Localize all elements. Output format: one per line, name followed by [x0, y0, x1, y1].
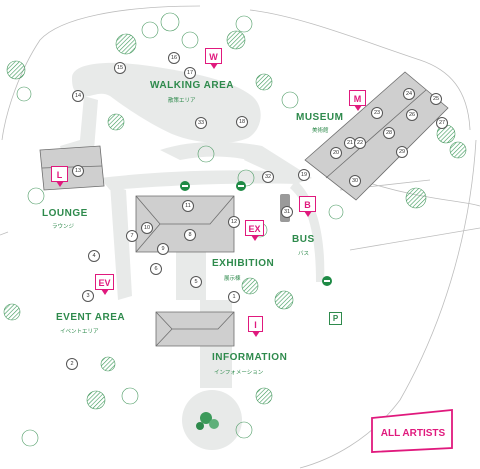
all-artists-frame[interactable] — [371, 409, 453, 453]
spot-30[interactable]: 30 — [349, 175, 361, 187]
lounge-sublabel: ラウンジ — [52, 224, 75, 230]
pin-bus[interactable]: B — [299, 196, 316, 217]
spot-7[interactable]: 7 — [126, 230, 138, 242]
walking-area-label: WALKING AREA — [150, 80, 234, 91]
spot-24[interactable]: 24 — [403, 88, 415, 100]
green-minus-circle-icon — [180, 181, 190, 191]
spot-26[interactable]: 26 — [406, 109, 418, 121]
spot-19[interactable]: 19 — [298, 169, 310, 181]
lounge-label: LOUNGE — [42, 208, 88, 219]
event-area-sublabel: イベントエリア — [60, 329, 99, 335]
boundary-lines — [0, 5, 480, 469]
spot-21[interactable]: 21 — [344, 137, 356, 149]
information-sublabel: インフォメーション — [214, 370, 264, 376]
spot-20[interactable]: 20 — [330, 147, 342, 159]
information-label: INFORMATION — [212, 352, 288, 363]
spot-5[interactable]: 5 — [190, 276, 202, 288]
spot-23[interactable]: 23 — [371, 107, 383, 119]
spot-1[interactable]: 1 — [228, 291, 240, 303]
spot-17[interactable]: 17 — [184, 67, 196, 79]
pin-lounge[interactable]: L — [51, 166, 68, 187]
dense-trees — [196, 412, 219, 430]
trees — [3, 12, 467, 447]
walking-area-sublabel: 散策エリア — [168, 98, 196, 104]
spot-12[interactable]: 12 — [228, 216, 240, 228]
pin-information[interactable]: I — [248, 316, 263, 337]
spot-31[interactable]: 31 — [281, 206, 293, 218]
spot-25[interactable]: 25 — [430, 93, 442, 105]
spot-27[interactable]: 27 — [436, 117, 448, 129]
pin-exhibition[interactable]: EX — [245, 220, 264, 241]
spot-13[interactable]: 13 — [72, 165, 84, 177]
spot-11[interactable]: 11 — [182, 200, 194, 212]
spot-3[interactable]: 3 — [82, 290, 94, 302]
all-artists-button[interactable]: ALL ARTISTS — [380, 428, 446, 439]
museum-label: MUSEUM — [296, 112, 344, 123]
paths — [60, 62, 325, 450]
spot-8[interactable]: 8 — [184, 229, 196, 241]
spot-29[interactable]: 29 — [396, 146, 408, 158]
spot-6[interactable]: 6 — [150, 263, 162, 275]
bus-label: BUS — [292, 234, 315, 245]
parking-sign-icon: P — [329, 312, 342, 325]
green-minus-circle-icon — [322, 276, 332, 286]
spot-33[interactable]: 33 — [195, 117, 207, 129]
spot-2[interactable]: 2 — [66, 358, 78, 370]
bus-sublabel: バス — [298, 251, 310, 257]
spot-28[interactable]: 28 — [383, 127, 395, 139]
pin-museum[interactable]: M — [349, 90, 366, 111]
event-area-label: EVENT AREA — [56, 312, 126, 323]
pin-walking-area[interactable]: W — [205, 48, 222, 69]
spot-32[interactable]: 32 — [262, 171, 274, 183]
exhibition-sublabel: 展示棟 — [224, 276, 241, 282]
spot-18[interactable]: 18 — [236, 116, 248, 128]
spot-22[interactable]: 22 — [354, 137, 366, 149]
exhibition-label: EXHIBITION — [212, 258, 275, 269]
pin-event-area[interactable]: EV — [95, 274, 114, 295]
spot-10[interactable]: 10 — [141, 222, 153, 234]
spot-14[interactable]: 14 — [72, 90, 84, 102]
spot-16[interactable]: 16 — [168, 52, 180, 64]
spot-4[interactable]: 4 — [88, 250, 100, 262]
spot-9[interactable]: 9 — [157, 243, 169, 255]
museum-sublabel: 美術館 — [312, 128, 329, 134]
green-minus-circle-icon — [236, 181, 246, 191]
spot-15[interactable]: 15 — [114, 62, 126, 74]
